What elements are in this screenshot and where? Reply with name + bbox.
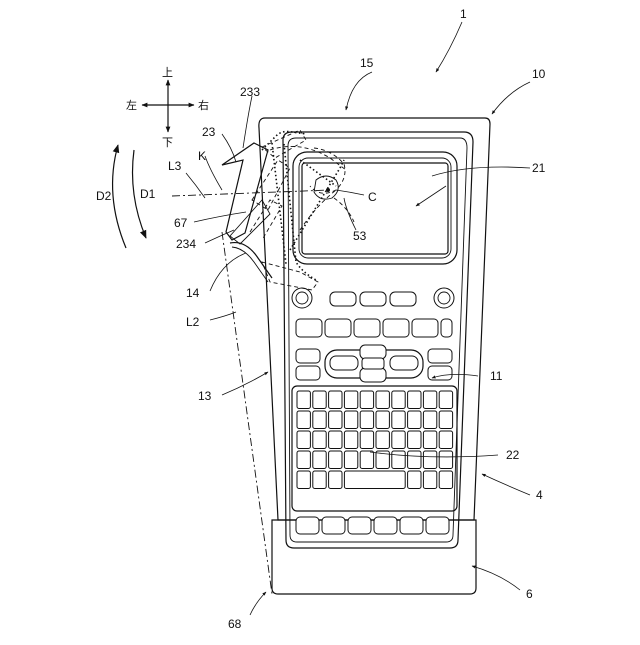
keyboard-key <box>344 391 357 409</box>
label-67: 67 <box>174 216 188 230</box>
round-button-right <box>434 288 454 308</box>
label-l2: L2 <box>186 315 200 329</box>
round-button-left <box>292 288 312 308</box>
keyboard-key <box>297 411 310 429</box>
keyboard-key <box>313 471 326 489</box>
compass-left-label: 左 <box>126 99 137 112</box>
keyboard-key <box>297 451 310 469</box>
keyboard-key <box>329 471 342 489</box>
label-11: 11 <box>490 369 503 383</box>
keyboard-key <box>313 451 326 469</box>
keyboard-key <box>297 391 310 409</box>
keyboard-key <box>439 411 452 429</box>
keyboard-key <box>376 391 389 409</box>
keyboard-key <box>408 411 421 429</box>
keyboard-key <box>408 391 421 409</box>
space-key <box>344 471 405 489</box>
label-22: 22 <box>506 448 520 462</box>
keyboard-key <box>360 451 373 469</box>
keyboard-key <box>344 451 357 469</box>
reference-numerals: 1 15 10 21 233 23 K L3 C 53 67 234 14 L2… <box>96 7 546 631</box>
label-body-top: 10 <box>532 67 546 81</box>
label-l3: L3 <box>168 159 182 173</box>
keyboard-key <box>297 471 310 489</box>
keyboard-key <box>423 471 436 489</box>
keyboard-key <box>423 391 436 409</box>
keyboard-key <box>329 451 342 469</box>
cover-ghost-positions <box>250 130 346 290</box>
keyboard-key <box>392 391 405 409</box>
keyboard-key <box>313 411 326 429</box>
label-13: 13 <box>198 389 212 403</box>
label-53: 53 <box>353 229 367 243</box>
keyboard-key <box>392 411 405 429</box>
keyboard-key <box>408 471 421 489</box>
keyboard-key <box>313 391 326 409</box>
label-cover: 23 <box>202 125 216 139</box>
label-k: K <box>198 149 206 163</box>
label-14: 14 <box>186 286 200 300</box>
label-device: 1 <box>460 7 467 21</box>
compass-up-label: 上 <box>162 66 173 79</box>
label-4: 4 <box>536 488 543 502</box>
label-d2: D2 <box>96 189 112 203</box>
keyboard-key <box>439 431 452 449</box>
keyboard-key <box>423 431 436 449</box>
key-grid <box>297 391 453 489</box>
keyboard-key <box>297 431 310 449</box>
compass-down-label: 下 <box>162 136 173 149</box>
keyboard-key <box>344 411 357 429</box>
label-cover-hinge: 234 <box>176 237 196 251</box>
keyboard-key <box>439 471 452 489</box>
navigation-keys <box>296 345 452 382</box>
keyboard-key <box>329 431 342 449</box>
cover-open <box>222 143 272 282</box>
keyboard-key <box>392 431 405 449</box>
label-center: C <box>368 190 377 204</box>
keyboard-key <box>408 451 421 469</box>
rotation-center <box>314 176 354 222</box>
keyboard-key <box>439 451 452 469</box>
keyboard-key <box>329 411 342 429</box>
keyboard-key <box>392 451 405 469</box>
label-68: 68 <box>228 617 242 631</box>
keyboard-key <box>344 431 357 449</box>
keyboard-key <box>376 411 389 429</box>
label-display: 21 <box>532 161 546 175</box>
keyboard-key <box>439 391 452 409</box>
keyboard-key <box>360 431 373 449</box>
keyboard-key <box>360 391 373 409</box>
keyboard-key <box>376 431 389 449</box>
keyboard-key <box>423 411 436 429</box>
label-d1: D1 <box>140 187 156 201</box>
keyboard-key <box>360 411 373 429</box>
keyboard-key <box>329 391 342 409</box>
second-row-keys <box>296 319 452 337</box>
function-keys <box>292 288 454 308</box>
keyboard-key <box>313 431 326 449</box>
keyboard-key <box>408 431 421 449</box>
label-cover-top: 233 <box>240 85 260 99</box>
compass-rose <box>142 80 194 132</box>
keyboard-key <box>423 451 436 469</box>
character-keyboard <box>292 386 457 511</box>
compass-right-label: 右 <box>198 98 209 112</box>
label-6: 6 <box>526 587 533 601</box>
label-top-edge: 15 <box>360 56 374 70</box>
